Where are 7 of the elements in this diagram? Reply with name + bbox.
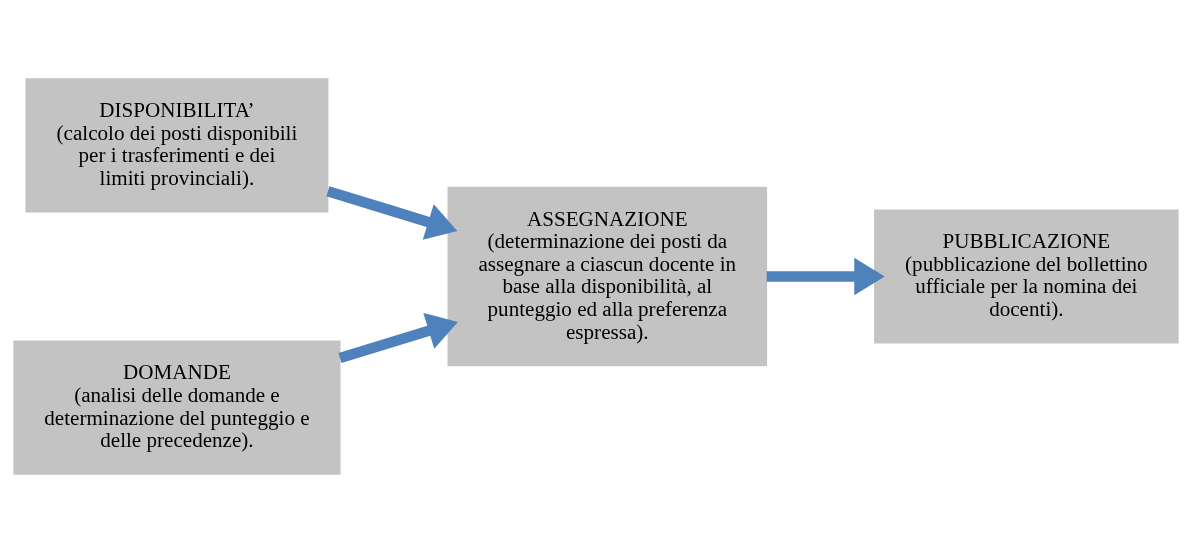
arrow bbox=[338, 313, 458, 364]
node-box: DOMANDE (analisi delle domande e determinazione del punteggio e delle precedenze). bbox=[13, 340, 341, 475]
arrow bbox=[766, 257, 885, 296]
node-box: ASSEGNAZIONE (determinazione dei posti da assegnare a ciascun docente in base alla disponibilità, al punteggio ed alla preferenza espressa). bbox=[447, 186, 768, 367]
node-box: PUBBLICAZIONE (pubblicazione del bollettino ufficiale per la nomina dei docenti). bbox=[874, 209, 1179, 344]
node-box: DISPONIBILITA’ (calcolo dei posti disponibili per i trasferimenti e dei limiti provinciali). bbox=[25, 78, 329, 213]
arrow bbox=[326, 186, 458, 240]
